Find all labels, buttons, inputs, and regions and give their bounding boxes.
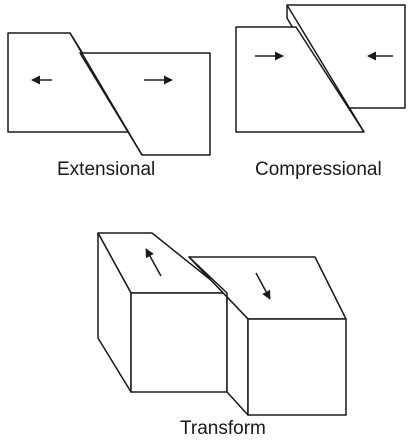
transform-arrow-up bbox=[145, 248, 162, 277]
compressional-label: Compressional bbox=[255, 159, 382, 180]
transform-right-block-side bbox=[188, 256, 249, 416]
extensional-fault-line bbox=[69, 32, 143, 156]
transform-arrow-down bbox=[255, 272, 271, 300]
transform-right-block-front bbox=[247, 318, 347, 416]
transform-left-block-front bbox=[130, 292, 228, 393]
extensional-label: Extensional bbox=[57, 159, 156, 180]
extensional-fault-diagram bbox=[7, 32, 211, 156]
compressional-fault-diagram bbox=[235, 4, 406, 133]
transform-label: Transform bbox=[180, 418, 266, 439]
transform-fault-diagram bbox=[97, 232, 347, 416]
compressional-right-block bbox=[286, 4, 406, 109]
compressional-fault-line bbox=[286, 4, 365, 133]
